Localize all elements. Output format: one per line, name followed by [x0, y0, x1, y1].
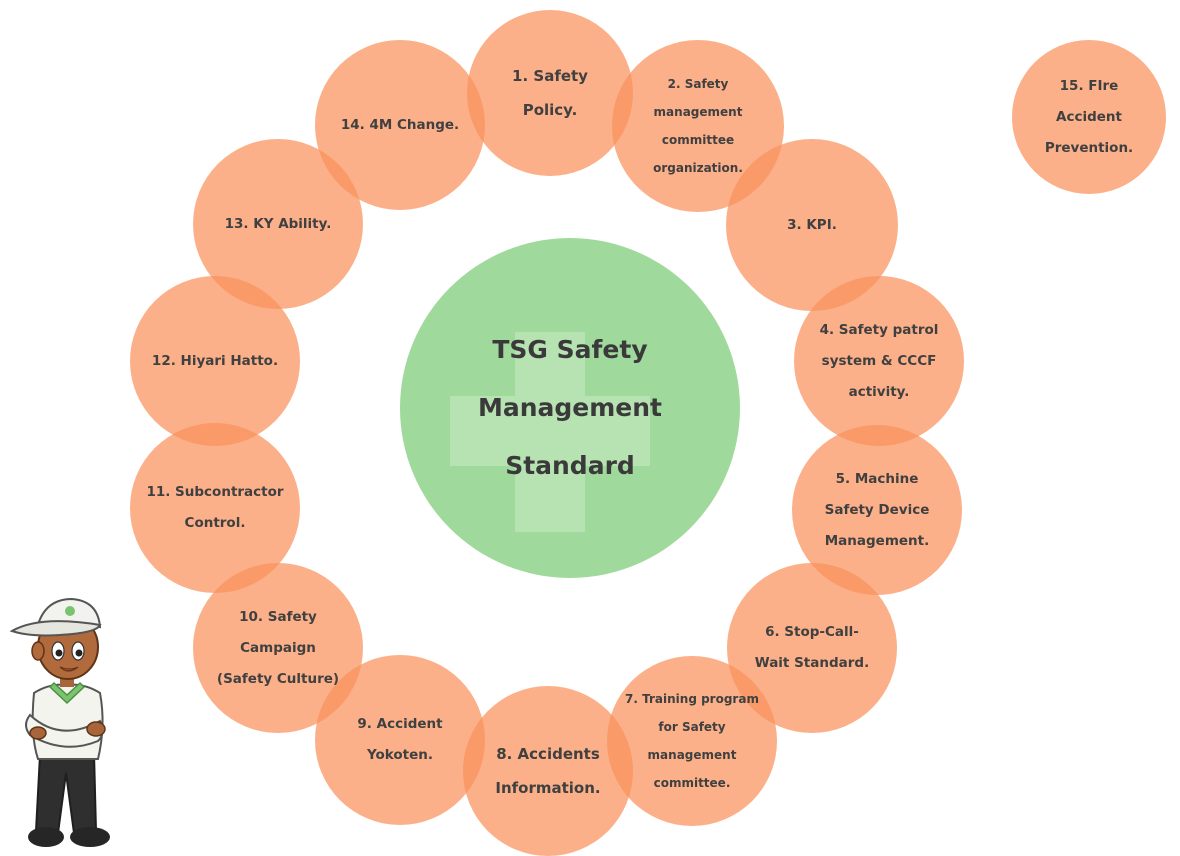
item-label-line: for Safety: [658, 720, 726, 734]
item-label-line: organization.: [653, 161, 743, 175]
item-label-line: Control.: [184, 515, 246, 531]
item-label-line: system & CCCF: [821, 352, 937, 369]
item-label-line: Campaign: [240, 639, 316, 656]
center-title-line: Standard: [505, 451, 635, 480]
item-label-line: 1. Safety: [512, 67, 588, 85]
item-accidents-information: 8. Accidents Information.: [463, 686, 633, 856]
item-training-program: 7. Training program for Safety managemen…: [607, 656, 777, 826]
item-label-line: 3. KPI.: [787, 216, 837, 233]
item-subcontractor-control: 11. Subcontractor Control.: [130, 423, 300, 593]
center-title: TSG Safety Management Standard: [400, 238, 740, 578]
center-title-line: TSG Safety: [492, 335, 648, 364]
item-label-line: 12. Hiyari Hatto.: [151, 352, 279, 369]
item-label-line: Yokoten.: [366, 747, 434, 763]
item-label-line: management: [647, 748, 737, 762]
item-label-line: 9. Accident: [357, 716, 443, 732]
item-label-line: 13. KY Ability.: [224, 215, 332, 232]
item-label-line: 15. FIre: [1059, 77, 1119, 94]
item-label-line: 14. 4M Change.: [340, 116, 460, 133]
item-label-line: Safety Device: [824, 501, 930, 518]
item-fire-accident-prevention: 15. FIre Accident Prevention.: [1012, 40, 1166, 194]
item-label-line: Prevention.: [1044, 139, 1134, 156]
item-label-line: Wait Standard.: [754, 655, 870, 671]
item-label-line: Accident: [1056, 108, 1122, 125]
safety-worker-mascot-icon: [9, 597, 110, 847]
item-label-line: 7. Training program: [625, 692, 759, 706]
cross-icon-horizontal: [450, 396, 650, 466]
item-label-line: Management.: [824, 532, 930, 549]
item-safety-patrol-system: 4. Safety patrol system & CCCF activity.: [794, 276, 964, 446]
item-label-line: 10. Safety: [239, 608, 317, 625]
item-label-line: 11. Subcontractor: [146, 484, 284, 500]
item-label-line: activity.: [848, 383, 910, 400]
item-label-line: 2. Safety: [667, 77, 729, 91]
item-label-line: (Safety Culture): [216, 670, 340, 687]
item-label-line: 5. Machine: [835, 470, 919, 487]
item-label-line: management: [653, 105, 743, 119]
center-circle: TSG Safety Management Standard: [400, 238, 740, 578]
item-safety-policy: 1. Safety Policy.: [467, 10, 633, 176]
item-label-line: Information.: [495, 779, 601, 797]
item-label-line: 4. Safety patrol: [819, 321, 939, 338]
item-label-line: 6. Stop-Call-: [765, 624, 859, 640]
center-title-line: Management: [477, 393, 663, 422]
item-label-line: Policy.: [522, 101, 578, 119]
item-4m-change: 14. 4M Change.: [315, 40, 485, 210]
item-label-line: 8. Accidents: [496, 745, 600, 763]
item-label-line: committee: [661, 133, 735, 147]
item-label-line: committee.: [653, 776, 731, 790]
